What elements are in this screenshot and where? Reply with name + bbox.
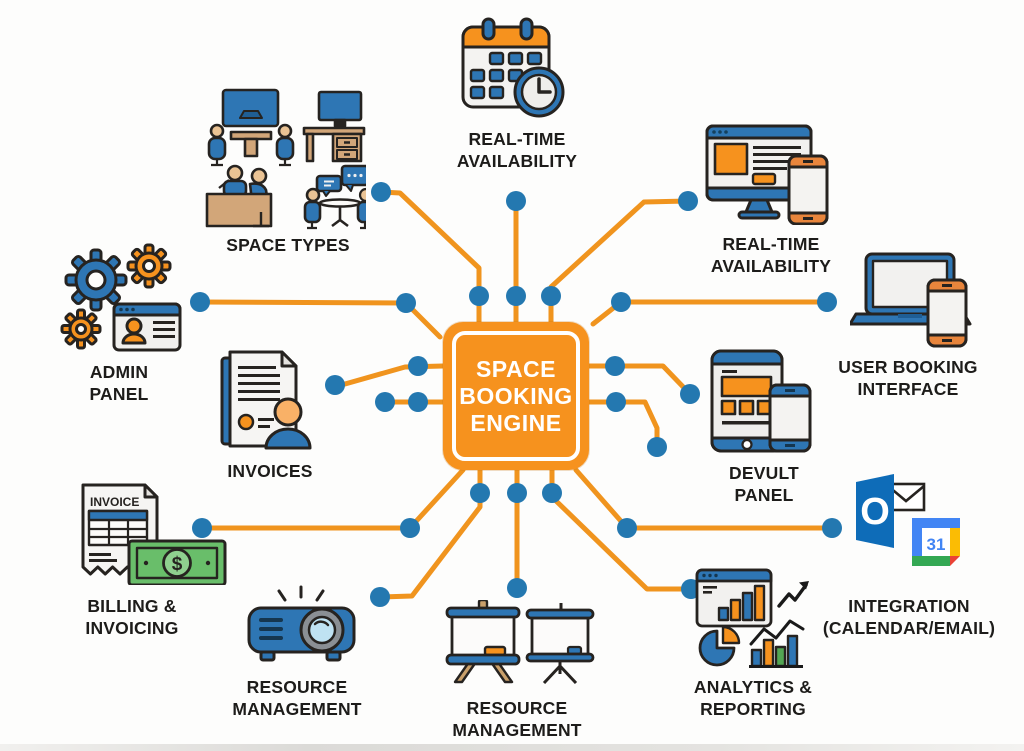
center-title-line: ENGINE	[470, 409, 562, 436]
laptop-phone-icon	[850, 252, 972, 348]
label-availability-top: REAL-TIME AVAILABILITY	[456, 129, 578, 171]
svg-text:31: 31	[927, 535, 946, 554]
center-hub-frame: SPACE BOOKING ENGINE	[452, 331, 580, 461]
label-resource-projector: RESOURCE MANAGEMENT	[232, 677, 362, 719]
monitor-phone-icon	[705, 124, 829, 225]
center-title-line: BOOKING	[459, 382, 573, 409]
svg-text:INVOICE: INVOICE	[90, 495, 139, 509]
label-devult-panel: DEVULT PANEL	[729, 463, 799, 505]
svg-text:O: O	[860, 491, 890, 533]
workspaces-icon	[205, 88, 366, 230]
label-resource-boards: RESOURCE MANAGEMENT	[452, 698, 582, 740]
whiteboards-icon	[445, 600, 595, 684]
outlook-gcal-icon: O 31	[856, 474, 960, 566]
connector-dots	[190, 182, 842, 607]
charts-icon	[695, 568, 809, 668]
label-integration: INTEGRATION (CALENDAR/EMAIL)	[822, 596, 996, 638]
label-billing: BILLING & INVOICING	[85, 596, 179, 638]
center-title-line: SPACE	[475, 355, 557, 382]
tablet-phone-icon	[710, 349, 812, 453]
label-admin-panel: ADMIN PANEL	[89, 362, 149, 404]
page-edge	[0, 744, 1024, 751]
label-analytics: ANALYTICS & REPORTING	[693, 677, 813, 719]
projector-icon	[247, 585, 356, 662]
center-hub: SPACE BOOKING ENGINE	[443, 322, 589, 470]
document-user-icon	[220, 350, 312, 450]
label-availability-right: REAL-TIME AVAILABILITY	[710, 234, 832, 276]
invoice-money-icon: INVOICE $	[81, 483, 227, 585]
label-space-types: SPACE TYPES	[226, 235, 350, 255]
gears-profile-icon	[60, 243, 182, 352]
svg-text:$: $	[172, 554, 183, 575]
label-user-booking: USER BOOKING INTERFACE	[838, 357, 978, 399]
label-invoices: INVOICES	[227, 461, 313, 481]
google-calendar-icon: 31	[912, 518, 960, 566]
calendar-clock-icon	[461, 17, 565, 118]
